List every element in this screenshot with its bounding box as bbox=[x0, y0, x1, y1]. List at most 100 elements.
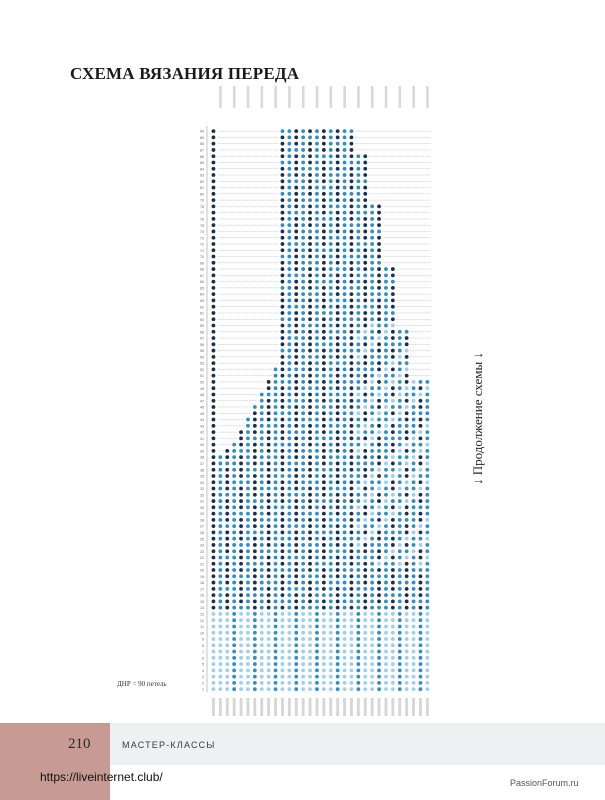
stitch bbox=[211, 574, 216, 579]
stitch bbox=[335, 649, 340, 654]
stitch bbox=[308, 474, 312, 478]
stitch bbox=[377, 411, 381, 416]
stitch bbox=[370, 612, 375, 616]
stitch bbox=[335, 668, 340, 673]
stitch bbox=[356, 198, 361, 203]
stitch bbox=[384, 492, 388, 497]
stitch bbox=[273, 549, 278, 554]
stitch bbox=[425, 680, 430, 685]
stitch bbox=[287, 505, 292, 510]
stitch bbox=[294, 398, 299, 403]
stitch bbox=[218, 586, 223, 591]
stitch bbox=[315, 235, 319, 240]
stitch bbox=[363, 317, 368, 322]
stitch bbox=[308, 298, 312, 303]
stitch bbox=[363, 461, 368, 466]
stitch bbox=[349, 254, 354, 259]
stitch bbox=[315, 141, 319, 146]
stitch bbox=[328, 273, 333, 278]
stitch bbox=[218, 630, 223, 635]
stitch bbox=[218, 499, 223, 503]
stitch bbox=[280, 285, 285, 290]
stitch bbox=[308, 317, 312, 322]
stitch bbox=[259, 480, 264, 485]
stitch bbox=[211, 267, 216, 271]
stitch bbox=[301, 173, 306, 177]
stitch bbox=[301, 492, 306, 497]
stitch bbox=[404, 442, 409, 447]
stitch bbox=[259, 643, 264, 648]
stitch bbox=[390, 317, 395, 322]
stitch bbox=[301, 267, 306, 271]
stitch bbox=[356, 561, 361, 566]
stitch bbox=[211, 242, 216, 246]
column-header-mark bbox=[398, 86, 402, 108]
stitch bbox=[411, 536, 416, 541]
stitch bbox=[411, 655, 416, 660]
stitch bbox=[321, 643, 326, 648]
stitch bbox=[301, 436, 306, 441]
stitch bbox=[384, 555, 388, 560]
row-number: 41 bbox=[200, 437, 204, 441]
stitch bbox=[411, 461, 416, 466]
stitch bbox=[239, 499, 243, 503]
stitch bbox=[349, 643, 354, 648]
stitch bbox=[321, 141, 326, 146]
stitch bbox=[356, 361, 361, 366]
stitch bbox=[425, 461, 430, 466]
row-number: 13 bbox=[200, 612, 204, 616]
stitch bbox=[384, 436, 388, 441]
stitch bbox=[342, 536, 347, 541]
stitch bbox=[370, 298, 375, 303]
stitch bbox=[397, 436, 402, 441]
stitch bbox=[363, 549, 368, 554]
stitch bbox=[328, 223, 333, 228]
stitch bbox=[266, 423, 271, 428]
stitch bbox=[280, 304, 285, 309]
stitch bbox=[273, 505, 278, 510]
stitch bbox=[294, 254, 299, 259]
stitch bbox=[259, 655, 264, 660]
stitch bbox=[328, 323, 333, 328]
stitch bbox=[294, 649, 299, 654]
stitch bbox=[370, 373, 375, 378]
column-header-mark bbox=[357, 86, 360, 108]
stitch bbox=[252, 649, 257, 654]
stitch bbox=[390, 668, 395, 673]
stitch bbox=[259, 599, 264, 604]
stitch bbox=[287, 630, 292, 635]
stitch bbox=[211, 141, 216, 146]
stitch bbox=[349, 499, 354, 503]
stitch bbox=[349, 580, 354, 585]
stitch bbox=[342, 405, 347, 409]
stitch bbox=[335, 605, 340, 610]
stitch bbox=[211, 649, 216, 654]
stitch bbox=[308, 649, 312, 654]
stitch bbox=[363, 367, 368, 372]
stitch bbox=[301, 273, 306, 278]
stitch bbox=[335, 524, 340, 529]
source-url[interactable]: https://liveinternet.club/ bbox=[40, 770, 163, 784]
stitch bbox=[239, 599, 243, 604]
stitch bbox=[418, 674, 423, 679]
stitch bbox=[232, 492, 237, 497]
stitch bbox=[356, 405, 361, 409]
stitch bbox=[411, 480, 416, 485]
stitch bbox=[342, 668, 347, 673]
column-header-mark bbox=[232, 86, 236, 108]
stitch bbox=[280, 361, 285, 366]
stitch bbox=[342, 298, 347, 303]
stitch bbox=[273, 568, 278, 572]
stitch bbox=[218, 549, 223, 554]
stitch bbox=[377, 392, 381, 397]
stitch bbox=[349, 593, 354, 598]
stitch bbox=[425, 637, 430, 641]
stitch bbox=[218, 480, 223, 485]
column-header-mark bbox=[343, 86, 346, 108]
stitch bbox=[363, 430, 368, 434]
stitch bbox=[211, 311, 216, 315]
stitch bbox=[287, 668, 292, 673]
stitch bbox=[404, 367, 409, 372]
row-number: 23 bbox=[200, 550, 204, 554]
stitch bbox=[425, 655, 430, 660]
